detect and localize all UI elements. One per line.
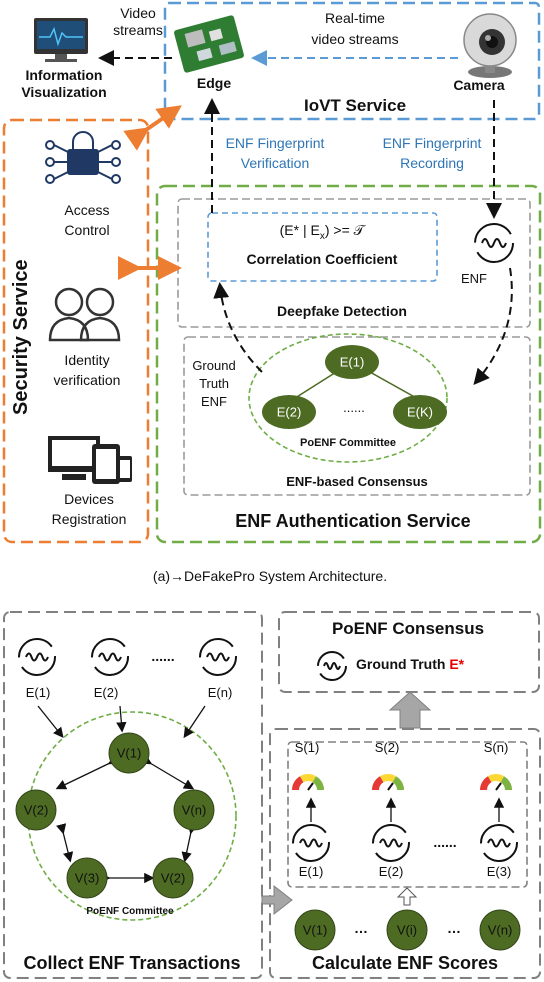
- committee-node-label: E(2): [276, 404, 302, 420]
- calculate-title: Calculate ENF Scores: [311, 953, 499, 973]
- right-arrow: [261, 884, 293, 916]
- iovt-title: IoVT Service: [303, 96, 407, 115]
- label-to-node-arrows: [37, 705, 206, 739]
- calculate-box: [269, 728, 541, 979]
- v-node-ellipsis: …: [447, 920, 461, 936]
- poenf-committee-label: PoENF Committee: [300, 437, 396, 449]
- score-gauge-icons: [292, 774, 512, 822]
- deepfake-box: [177, 198, 531, 328]
- auth-service-title: ENF Authentication Service: [235, 511, 471, 531]
- edge-device-icon: [174, 15, 244, 73]
- camera-icon: [463, 13, 517, 78]
- ring-node-label: V(1): [116, 745, 142, 761]
- ring-node-label: V(3): [74, 870, 100, 886]
- score-label: S(2): [374, 740, 400, 755]
- security-iovt-arrow: [123, 105, 182, 151]
- committee-node: [393, 395, 447, 429]
- access-control-icon: [45, 131, 121, 184]
- ring-node: [152, 857, 194, 899]
- security-service-box: [2, 118, 150, 544]
- up-arrow: [388, 691, 432, 729]
- consensus-box: [183, 336, 531, 496]
- ring-node-label: V(2): [160, 870, 186, 886]
- enf-wave-icons: [18, 638, 518, 862]
- score-enf-label: E(3): [486, 864, 512, 879]
- enf-ellipsis: ......: [151, 648, 175, 664]
- consensus-result-box: [278, 611, 540, 693]
- collect-title: Collect ENF Transactions: [23, 953, 241, 973]
- enf-label: E(n): [207, 685, 233, 700]
- figure-caption: (a)→DeFakePro System Architecture.: [152, 568, 388, 584]
- ring-node: [173, 789, 215, 831]
- committee-node: [325, 345, 379, 379]
- ring-edges: [55, 754, 198, 884]
- ring-node: [108, 732, 150, 774]
- ground-truth-result: Ground Truth E*: [356, 656, 465, 672]
- security-service-title: Security Service: [10, 259, 32, 415]
- ring-node-label: V(2): [23, 802, 49, 818]
- score-enf-label: E(2): [378, 864, 404, 879]
- deepfake-label: Deepfake Detection: [277, 303, 407, 319]
- v-node-label: V(i): [396, 922, 418, 938]
- v-node-label: V(1): [302, 922, 328, 938]
- formula: (E* | Ex) >= 𝒯: [279, 222, 365, 242]
- score-inner-box: [287, 741, 528, 888]
- v-node: [294, 909, 336, 951]
- committee-node-label: E(K): [407, 404, 433, 420]
- committee-dots: ......: [343, 400, 365, 415]
- v-node-ellipsis: …: [354, 920, 368, 936]
- score-label: S(1): [294, 740, 320, 755]
- committee-ellipse: [248, 333, 448, 463]
- poenf-committee-label: PoENF Committee: [86, 906, 174, 917]
- identity-icon: [48, 287, 121, 342]
- v-node-label: V(n): [487, 922, 513, 938]
- enf-label: E(1): [25, 685, 51, 700]
- committee-node-label: E(1): [339, 354, 365, 370]
- collect-box: [3, 611, 263, 979]
- devices-icon: [48, 436, 132, 484]
- hollow-up-arrow: [396, 887, 418, 906]
- edge-label: Edge: [196, 75, 232, 91]
- enf-label: E(2): [93, 685, 119, 700]
- ring-circle: [27, 711, 237, 921]
- enf-to-consensus-arrow: [473, 267, 513, 386]
- monitor-icon: [34, 18, 88, 62]
- ring-node-label: V(n): [181, 802, 207, 818]
- enf-wave-icon: [474, 223, 514, 263]
- iovt-service-box: [163, 1, 541, 121]
- enf-label: ENF: [461, 271, 487, 286]
- enf-consensus-label: ENF-based Consensus: [286, 474, 428, 489]
- score-label: S(n): [483, 740, 509, 755]
- enf-auth-service-box: [155, 184, 542, 544]
- v-node: [386, 909, 428, 951]
- score-enf-label: E(1): [298, 864, 324, 879]
- v-node: [479, 909, 521, 951]
- correlation-box: [207, 212, 438, 282]
- camera-label: Camera: [453, 77, 505, 93]
- ring-node: [15, 789, 57, 831]
- poenf-consensus-title: PoENF Consensus: [331, 619, 485, 638]
- committee-node: [262, 395, 316, 429]
- correlation-label: Correlation Coefficient: [246, 251, 398, 267]
- ring-node: [66, 857, 108, 899]
- score-enf-ellipsis: ......: [433, 834, 457, 850]
